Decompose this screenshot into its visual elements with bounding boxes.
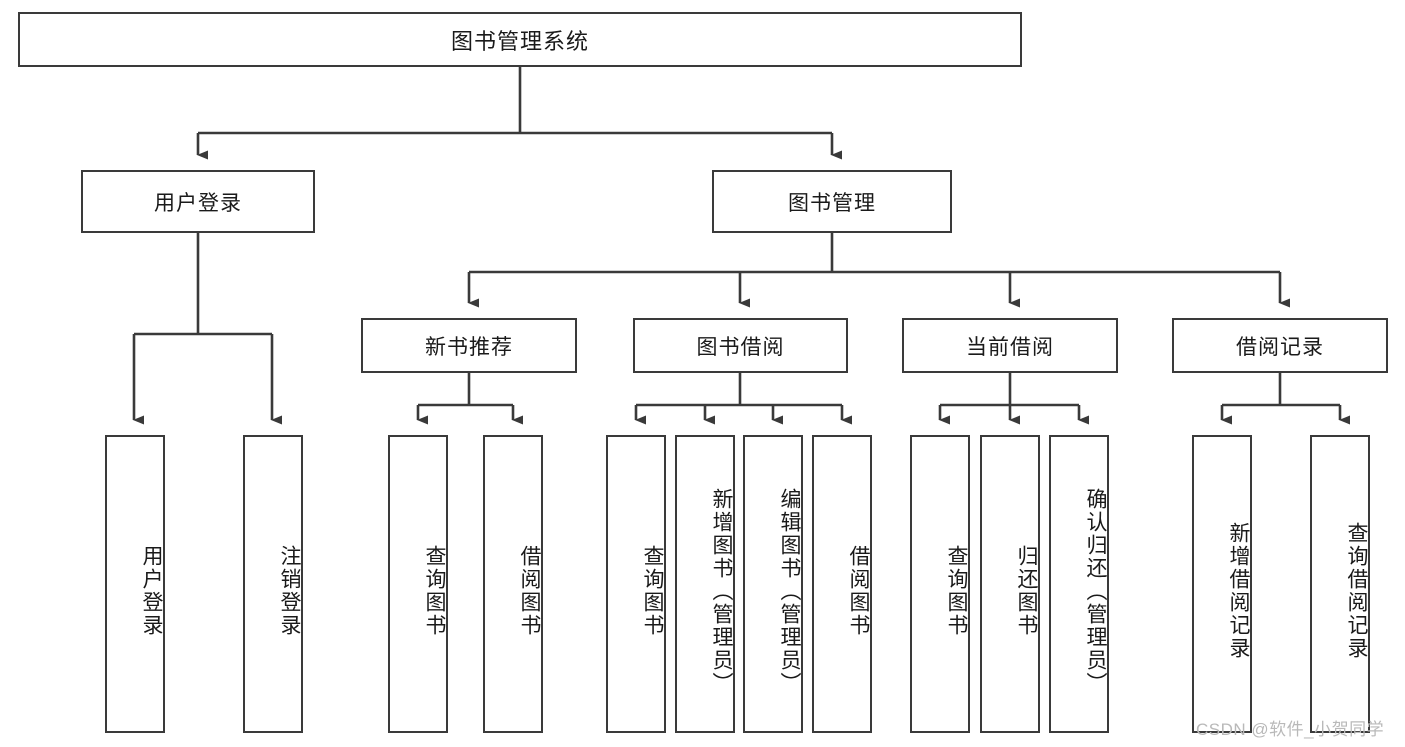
leaf-label: 新增图书（管理员）: [710, 487, 733, 695]
leaf-label: 新增借阅记录: [1227, 522, 1250, 660]
leaf-add-book-admin[interactable]: 新增图书（管理员）: [675, 435, 735, 733]
leaf-borrow-book-newbook[interactable]: 借阅图书: [483, 435, 543, 733]
leaf-label: 归还图书: [1015, 545, 1038, 637]
leaf-confirm-return-admin[interactable]: 确认归还（管理员）: [1049, 435, 1109, 733]
leaf-label: 查询借阅记录: [1345, 522, 1368, 660]
leaf-label: 编辑图书（管理员）: [778, 487, 801, 695]
leaf-logout[interactable]: 注销登录: [243, 435, 303, 733]
leaf-label: 确认归还（管理员）: [1084, 487, 1107, 695]
leaf-query-book-borrow[interactable]: 查询图书: [606, 435, 666, 733]
leaf-label: 查询图书: [423, 545, 446, 637]
node-borrow-record[interactable]: 借阅记录: [1172, 318, 1388, 373]
leaf-edit-book-admin[interactable]: 编辑图书（管理员）: [743, 435, 803, 733]
leaf-return-book[interactable]: 归还图书: [980, 435, 1040, 733]
node-user-login[interactable]: 用户登录: [81, 170, 315, 233]
node-root-system[interactable]: 图书管理系统: [18, 12, 1022, 67]
leaf-query-book-current[interactable]: 查询图书: [910, 435, 970, 733]
leaf-label: 借阅图书: [518, 545, 541, 637]
leaf-label: 借阅图书: [847, 545, 870, 637]
leaf-borrow-book[interactable]: 借阅图书: [812, 435, 872, 733]
leaf-label: 查询图书: [945, 545, 968, 637]
leaf-user-login[interactable]: 用户登录: [105, 435, 165, 733]
leaf-add-borrow-record[interactable]: 新增借阅记录: [1192, 435, 1252, 733]
leaf-query-borrow-record[interactable]: 查询借阅记录: [1310, 435, 1370, 733]
node-new-book-recommend[interactable]: 新书推荐: [361, 318, 577, 373]
leaf-label: 用户登录: [140, 545, 163, 637]
node-book-borrow[interactable]: 图书借阅: [633, 318, 848, 373]
leaf-label: 查询图书: [641, 545, 664, 637]
leaf-label: 注销登录: [278, 545, 301, 637]
node-current-borrow[interactable]: 当前借阅: [902, 318, 1118, 373]
leaf-query-book-newbook[interactable]: 查询图书: [388, 435, 448, 733]
node-book-management[interactable]: 图书管理: [712, 170, 952, 233]
csdn-watermark: CSDN @软件_小贺同学: [1196, 720, 1385, 739]
